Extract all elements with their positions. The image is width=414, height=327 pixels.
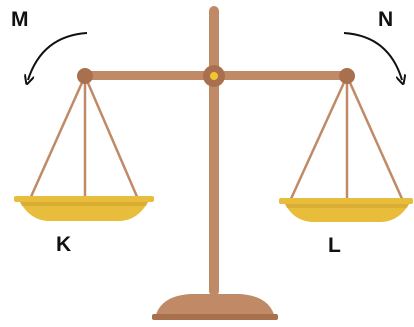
label-right-pan: L	[328, 234, 341, 257]
right-beam-knob	[339, 68, 355, 84]
right-pan	[279, 198, 413, 222]
left-pan-strings	[30, 76, 138, 199]
left-pan	[14, 196, 154, 221]
label-top-left: M	[11, 8, 29, 31]
label-left-pan: K	[56, 233, 71, 256]
label-top-right: N	[378, 8, 393, 31]
scale-base-plate	[152, 314, 278, 320]
pivot-dot	[210, 72, 218, 80]
right-pan-strings	[290, 76, 403, 201]
scale-post	[209, 6, 219, 296]
left-beam-knob	[77, 68, 93, 84]
